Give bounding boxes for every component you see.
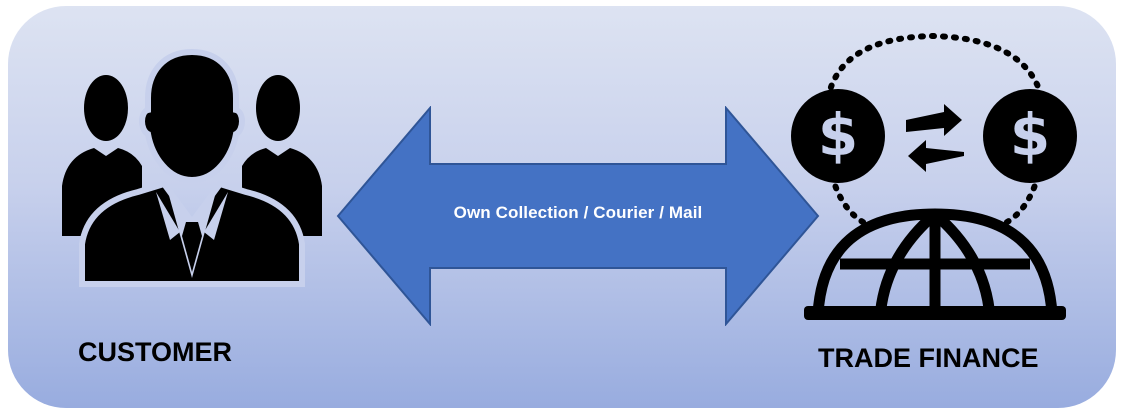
global-currency-exchange-icon: $ $ — [791, 32, 1077, 320]
connector-label: Own Collection / Courier / Mail — [453, 203, 703, 222]
dollar-coin-icon: $ — [791, 89, 885, 183]
people-group-icon — [62, 48, 322, 287]
trade-finance-label: TRADE FINANCE — [818, 343, 1039, 373]
dollar-coin-icon: $ — [983, 89, 1077, 183]
bidirectional-arrow — [336, 106, 820, 326]
customer-label: CUSTOMER — [78, 337, 233, 367]
globe-icon — [812, 208, 1058, 319]
svg-text:$: $ — [818, 101, 858, 169]
exchange-arrows-icon — [906, 104, 964, 172]
svg-text:$: $ — [1010, 101, 1050, 169]
